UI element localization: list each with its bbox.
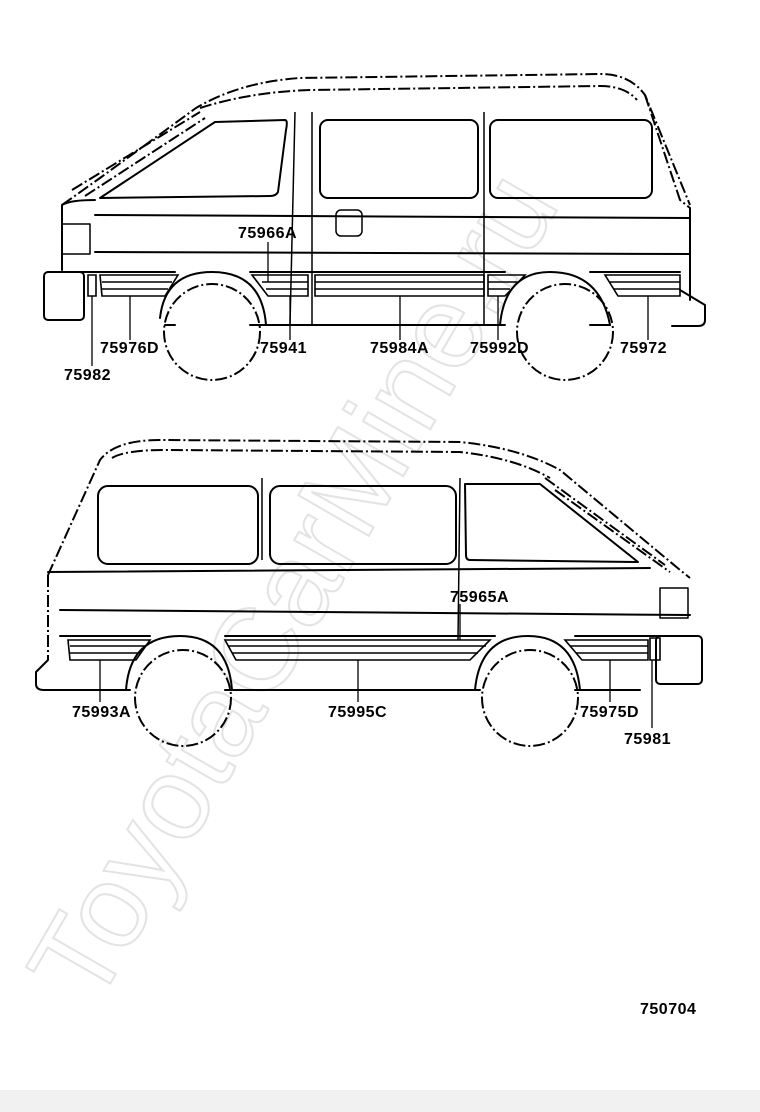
label-75993A: 75993A xyxy=(72,704,131,721)
roof-outline xyxy=(61,73,691,206)
roof-inner-right xyxy=(111,449,551,479)
label-75995C: 75995C xyxy=(328,704,387,721)
rear-wheel-arch-right xyxy=(125,635,233,691)
moulding-strips-right xyxy=(67,637,661,661)
door-pillar-right xyxy=(261,477,461,641)
label-75981: 75981 xyxy=(624,731,671,748)
side-line xyxy=(94,251,691,255)
middle-window xyxy=(319,119,479,199)
a-pillar-right xyxy=(544,477,671,573)
roof-inner xyxy=(199,85,638,109)
label-75976D: 75976D xyxy=(100,340,159,357)
label-75982: 75982 xyxy=(64,367,111,384)
label-75941: 75941 xyxy=(260,340,307,357)
a-pillar xyxy=(71,111,206,197)
front-window xyxy=(99,119,288,199)
front-wheel-arch-right xyxy=(474,635,581,691)
middle-window-right xyxy=(269,485,457,565)
van-left-side: 75966A 75976D 75941 75984A 75992D 75972 … xyxy=(43,73,706,384)
front-bumper-right xyxy=(655,635,703,685)
label-75975D: 75975D xyxy=(580,704,639,721)
roof-outline-right xyxy=(47,439,691,579)
front-wheel-right xyxy=(481,649,579,747)
belt-line-right xyxy=(47,567,651,573)
rear-window xyxy=(489,119,653,199)
rear-wheel-right xyxy=(134,649,232,747)
footer-bar xyxy=(0,1090,760,1112)
front-wheel xyxy=(163,283,261,381)
side-line-right xyxy=(59,609,691,616)
rear-pillar xyxy=(644,94,691,209)
label-75992D: 75992D xyxy=(470,340,529,357)
label-75966A: 75966A xyxy=(238,225,297,242)
moulding-strips xyxy=(87,274,681,297)
front-wheel-arch xyxy=(159,271,267,326)
front-bumper xyxy=(43,271,85,321)
rear-bumper-right xyxy=(35,659,73,691)
label-75965A: 75965A xyxy=(450,589,509,606)
rear-wheel-arch xyxy=(499,271,611,326)
top-leaders xyxy=(91,242,649,366)
front-window-right xyxy=(464,483,639,563)
figure-number: 750704 xyxy=(640,1001,696,1018)
rear-bumper xyxy=(671,289,706,327)
rear-window-right xyxy=(97,485,259,565)
fuel-lid xyxy=(335,209,363,237)
belt-line xyxy=(94,214,691,219)
label-75972: 75972 xyxy=(620,340,667,357)
bottom-leaders xyxy=(99,604,653,728)
label-75984A: 75984A xyxy=(370,340,429,357)
van-right-side: 75965A 75993A 75995C 75975D 75981 xyxy=(35,439,703,748)
rear-wheel xyxy=(516,283,614,381)
front-lamp-right xyxy=(659,587,689,619)
front-lamp xyxy=(61,223,91,255)
